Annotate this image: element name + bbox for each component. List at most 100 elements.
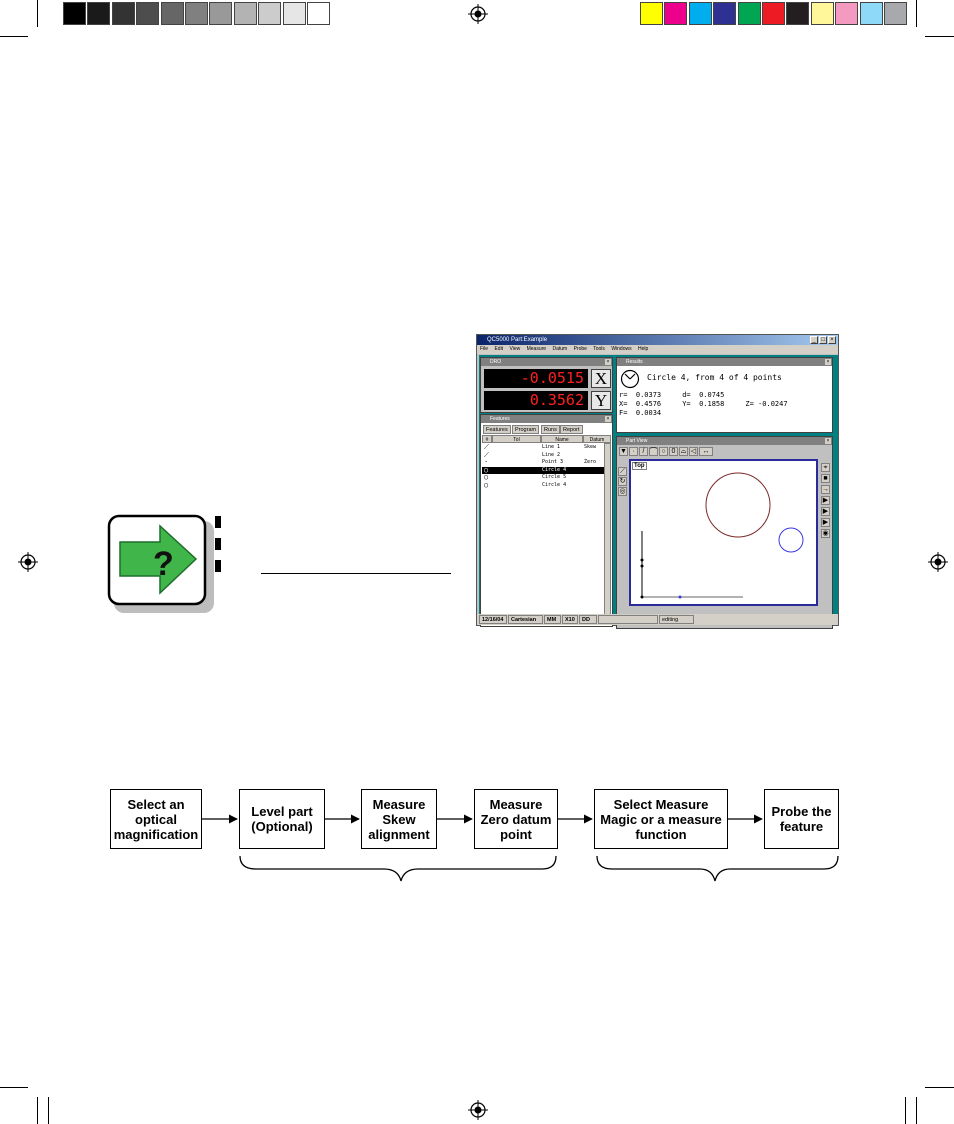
color-swatch bbox=[688, 2, 712, 25]
status-empty bbox=[598, 615, 658, 624]
tab-report[interactable]: Report bbox=[560, 425, 583, 434]
window-title: QC5000 Part:Example bbox=[487, 337, 548, 343]
dro-x-axis-button[interactable]: X bbox=[591, 369, 611, 388]
angle-tool-icon[interactable]: ◁ bbox=[689, 447, 698, 456]
menu-help[interactable]: Help bbox=[638, 346, 649, 352]
feature-row[interactable]: ⟋ Line 1 Skew bbox=[482, 444, 611, 451]
menu-probe[interactable]: Probe bbox=[573, 346, 587, 352]
features-close-button[interactable]: × bbox=[605, 416, 611, 422]
tab-features[interactable]: Features bbox=[483, 425, 511, 434]
line-icon: ⟋ bbox=[484, 443, 489, 451]
feature-datum: Skew bbox=[584, 444, 597, 450]
color-swatch bbox=[640, 2, 663, 25]
gray-swatch bbox=[233, 2, 257, 25]
part-view-close-button[interactable]: × bbox=[825, 438, 831, 444]
menu-bar: File Edit View Measure Datum Probe Tools… bbox=[477, 345, 838, 354]
blob-tool-icon[interactable]: ⌓ bbox=[679, 447, 688, 456]
svg-text:?: ? bbox=[153, 545, 174, 583]
line-tool-icon[interactable]: / bbox=[639, 447, 648, 456]
stop-tool-icon[interactable]: ■ bbox=[821, 474, 830, 483]
maximize-button[interactable]: □ bbox=[819, 336, 827, 344]
color-swatch bbox=[713, 2, 737, 25]
feature-row[interactable]: ○Circle 4 bbox=[482, 465, 611, 474]
results-line-2: X= 0.4576 Y= 0.1858 Z= -0.0247 bbox=[619, 400, 788, 408]
gray-swatch bbox=[87, 2, 111, 25]
step-measure-zero: Measure Zero datum point bbox=[474, 789, 558, 849]
arc-tool-icon[interactable]: ⌒ bbox=[649, 447, 658, 456]
menu-edit[interactable]: Edit bbox=[494, 346, 504, 352]
registration-mark-icon bbox=[18, 552, 38, 572]
features-title: Features× bbox=[481, 415, 612, 423]
gray-swatch bbox=[282, 2, 306, 25]
features-pane: Features× Features Program Runs Report #… bbox=[480, 414, 613, 627]
circle-icon: ○ bbox=[484, 465, 489, 474]
feature-name: Line 2 bbox=[542, 451, 561, 458]
run-tool-icon[interactable]: ▶ bbox=[821, 518, 830, 527]
results-close-button[interactable]: × bbox=[825, 359, 831, 365]
column-datum[interactable]: Datum bbox=[583, 435, 611, 443]
probe-tool-icon[interactable]: ⌖ bbox=[821, 463, 830, 472]
feature-name: Line 1 bbox=[542, 444, 561, 450]
target-tool-icon[interactable]: ◎ bbox=[618, 487, 627, 496]
color-swatch bbox=[859, 2, 883, 25]
feature-row[interactable]: ○Circle 4 bbox=[482, 481, 611, 489]
status-angle-format: DD bbox=[579, 615, 597, 624]
column-tol[interactable]: Tol bbox=[492, 435, 541, 443]
menu-view[interactable]: View bbox=[509, 346, 521, 352]
line-icon: ⟋ bbox=[484, 450, 489, 459]
play-tool-icon[interactable]: ▶ bbox=[821, 507, 830, 516]
part-view-canvas[interactable]: Top bbox=[629, 459, 818, 606]
gray-swatch bbox=[136, 2, 160, 25]
feature-datum: Zero bbox=[584, 459, 597, 465]
point-tool-icon[interactable]: · bbox=[629, 447, 638, 456]
status-magnification: X10 bbox=[562, 615, 578, 624]
note-bar-mark bbox=[215, 516, 221, 528]
note-bar-mark bbox=[215, 560, 221, 572]
column-number[interactable]: # bbox=[482, 435, 492, 443]
close-button[interactable]: × bbox=[828, 336, 836, 344]
status-date: 12/16/04 bbox=[479, 615, 507, 624]
tab-program[interactable]: Program bbox=[512, 425, 540, 434]
gray-swatch bbox=[160, 2, 184, 25]
feature-name: Circle 5 bbox=[542, 474, 567, 480]
gray-swatch bbox=[185, 2, 208, 25]
feature-row[interactable]: ⟋ Line 2 bbox=[482, 450, 611, 459]
status-coords: Cartesian bbox=[508, 615, 543, 624]
part-view-pane: Part View× ▼ · / ⌒ ○ 0 ⌓ ◁ ↔ ⟋ ↻ ◎ ⌖ ■ →… bbox=[616, 436, 833, 629]
next-tool-icon[interactable]: ▶ bbox=[821, 496, 830, 505]
feature-row[interactable]: ○ Circle 5 bbox=[482, 474, 611, 481]
step-select-magnification: Select an optical magnification bbox=[110, 789, 202, 849]
dro-close-button[interactable]: × bbox=[605, 359, 611, 365]
flowchart-connectors bbox=[202, 814, 839, 882]
dro-title: DRO× bbox=[481, 358, 612, 366]
minimize-button[interactable]: _ bbox=[810, 336, 818, 344]
distance-tool-icon[interactable]: ↔ bbox=[699, 447, 713, 456]
menu-file[interactable]: File bbox=[480, 346, 489, 352]
step-tool-icon[interactable]: → bbox=[821, 485, 830, 494]
circle-icon: ○ bbox=[484, 473, 489, 481]
record-tool-icon[interactable]: ◉ bbox=[821, 529, 830, 538]
circle-tool-icon[interactable]: ○ bbox=[659, 447, 668, 456]
dro-y-readout: 0.3562 bbox=[484, 391, 588, 410]
slot-tool-icon[interactable]: 0 bbox=[669, 447, 678, 456]
registration-mark-icon bbox=[928, 552, 948, 572]
menu-datum[interactable]: Datum bbox=[552, 346, 568, 352]
funnel-tool-icon[interactable]: ▼ bbox=[619, 447, 628, 456]
column-name[interactable]: Name bbox=[541, 435, 583, 443]
status-units: MM bbox=[544, 615, 561, 624]
color-swatch bbox=[786, 2, 810, 25]
tab-runs[interactable]: Runs bbox=[541, 425, 560, 434]
menu-windows[interactable]: Windows bbox=[611, 346, 632, 352]
dro-y-axis-button[interactable]: Y bbox=[591, 391, 611, 410]
menu-measure[interactable]: Measure bbox=[526, 346, 547, 352]
workspace: DRO× -0.0515 X 0.3562 Y Features× Featur… bbox=[479, 355, 838, 629]
rotate-tool-icon[interactable]: ↻ bbox=[618, 477, 627, 486]
features-v-scrollbar[interactable] bbox=[604, 443, 611, 624]
point-icon: · bbox=[484, 458, 489, 466]
color-swatch bbox=[810, 2, 834, 25]
zoom-tool-icon[interactable]: ⟋ bbox=[618, 467, 627, 476]
status-bar: 12/16/04 Cartesian MM X10 DD editing bbox=[477, 614, 838, 625]
step-level-part: Level part (Optional) bbox=[239, 789, 325, 849]
menu-tools[interactable]: Tools bbox=[593, 346, 605, 352]
